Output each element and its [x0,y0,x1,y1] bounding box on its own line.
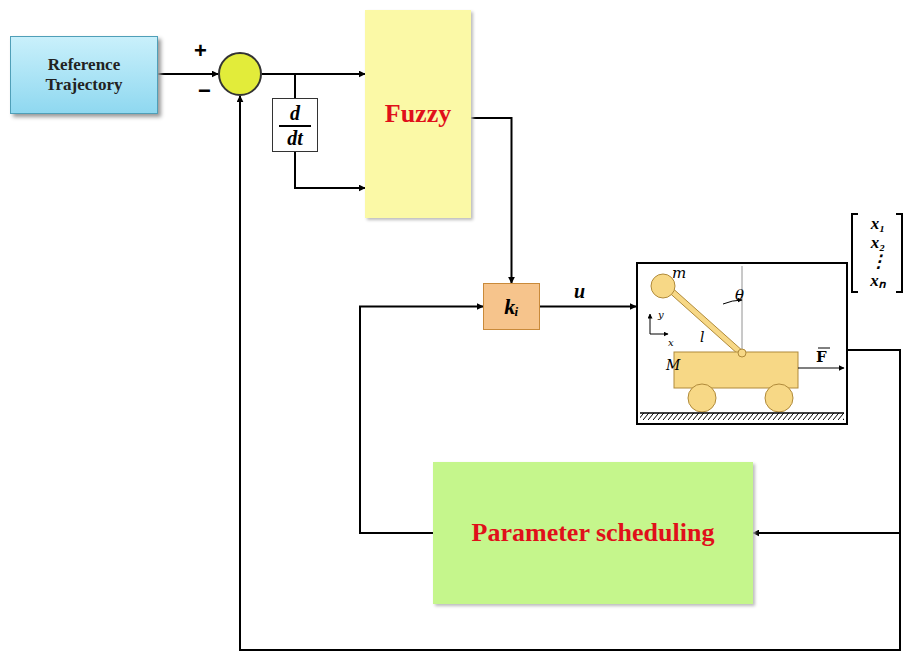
state-label: x₂ [856,233,900,252]
node-text: d [279,102,311,127]
node-text: x [668,338,674,348]
node-text: θ [735,288,744,303]
signal-connector [471,118,512,283]
signal-connector [262,74,295,98]
state-vector: x₁x₂⋮xₙ [856,214,900,290]
node-text: Parameter scheduling [472,518,715,548]
node-text: Reference Trajectory [15,55,153,95]
node-text: + [194,40,207,62]
summing-junction: +− [218,52,262,96]
derivative-box: ddt [272,98,318,152]
node-text: F [816,350,827,365]
node-text: Fuzzy [385,99,451,129]
state-label: x₁ [856,214,900,233]
signal-connector [540,306,636,308]
state-label: xₙ [856,271,900,290]
node-text: dt [287,127,303,149]
node-text: l [700,330,704,344]
node-text: m [672,266,686,281]
node-text: y [658,310,664,320]
node-text: − [198,80,211,102]
state-label: ⋮ [856,252,900,271]
signal-label: u [574,281,585,301]
node-text: kᵢ [504,294,519,320]
reference-box: Reference Trajectory [10,36,158,114]
gain-box: kᵢ [483,283,540,330]
signal-connector [240,96,900,650]
signal-connector [295,152,365,188]
plant-box: m θ l y xM F [636,262,848,425]
node-text: M [666,358,680,372]
scheduling-box: Parameter scheduling [433,462,753,604]
fuzzy-box: Fuzzy [365,10,471,218]
signal-connector [158,73,218,75]
